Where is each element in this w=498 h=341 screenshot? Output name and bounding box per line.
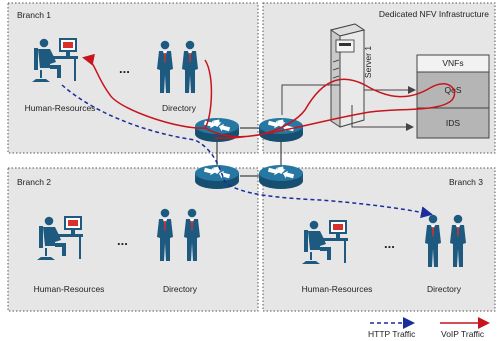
voip-traffic-path [204,78,456,139]
branch2-title: Branch 2 [17,177,51,187]
branch2-dir-label: Directory [163,284,198,294]
router-icon [259,165,303,189]
legend-voip-label: VoIP Traffic [441,329,485,339]
nfv-title: Dedicated NFV Infrastructure [379,9,489,19]
vnf-ids-box [416,107,490,139]
branch3-hr-label: Human-Resources [302,284,373,294]
vnfs-title: VNFs [442,58,463,68]
server-label: Server 1 [363,46,373,78]
server-ids-link [351,105,414,131]
branch2-hr-label: Human-Resources [34,284,105,294]
ellipsis: ... [384,236,395,251]
branch1-hr-label: Human-Resources [25,103,96,113]
ellipsis: ... [117,233,128,248]
server-icon [329,23,366,128]
router-icon [195,165,239,189]
server-router-link [281,84,340,115]
voip-traffic-path [82,53,213,129]
ellipsis: ... [119,61,130,76]
legend-http-label: HTTP Traffic [368,329,416,339]
branch1-title: Branch 1 [17,10,51,20]
branch3-dir-label: Directory [427,284,462,294]
http-traffic-path [61,84,433,219]
branch3-title: Branch 3 [449,177,483,187]
vnf-ids-label: IDS [446,118,461,128]
vnf-qos-box [416,71,490,109]
branch1-dir-label: Directory [162,103,197,113]
